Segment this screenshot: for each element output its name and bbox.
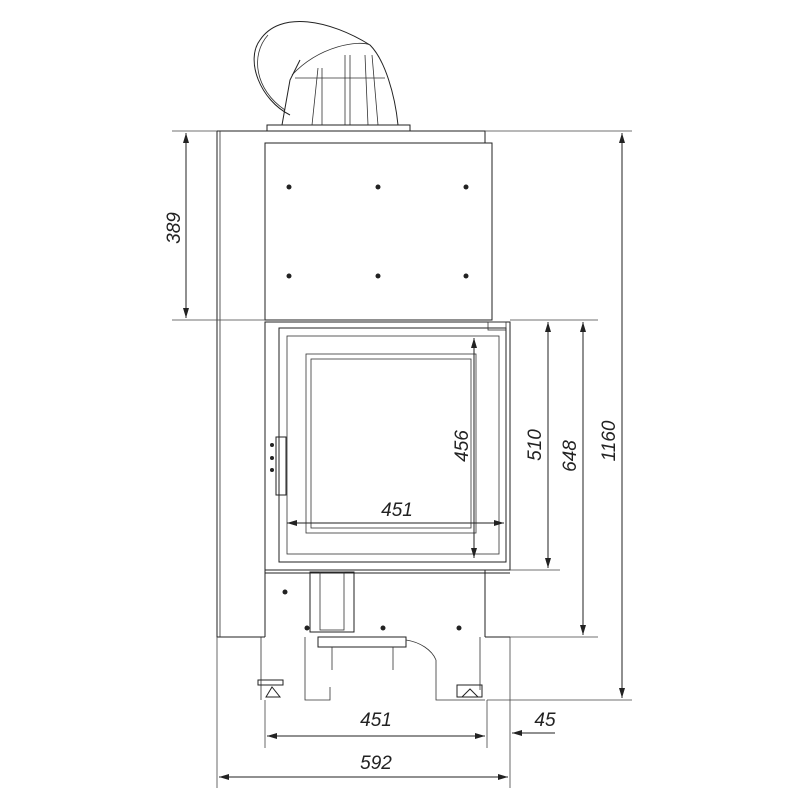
screw-icon <box>375 184 381 190</box>
dimension-lines <box>183 133 625 780</box>
flue-elbow <box>253 21 411 132</box>
dim-total-width: 592 <box>360 753 392 774</box>
dim-total-height: 1160 <box>599 420 620 461</box>
extension-lines <box>172 130 632 788</box>
dim-glass-width: 451 <box>381 500 413 521</box>
screw-icon <box>375 273 381 279</box>
top-panel <box>264 142 493 321</box>
screw-icon <box>463 273 469 279</box>
dim-top-section-height: 389 <box>164 212 185 244</box>
screw-icon <box>286 273 292 279</box>
screw-icon <box>286 184 292 190</box>
dim-glass-height: 456 <box>452 430 473 462</box>
fireplace-door <box>264 321 511 571</box>
dim-side-offset: 45 <box>534 710 556 731</box>
door-hinge <box>275 436 287 496</box>
dim-body-width: 451 <box>360 710 392 731</box>
leveling-foot-right <box>456 684 483 698</box>
outer-casing <box>216 130 510 638</box>
lower-section <box>257 570 510 701</box>
leveling-foot-left <box>257 679 284 698</box>
dim-door-height: 510 <box>525 429 546 461</box>
screw-icon <box>463 184 469 190</box>
dim-chamber-height: 648 <box>560 440 581 472</box>
